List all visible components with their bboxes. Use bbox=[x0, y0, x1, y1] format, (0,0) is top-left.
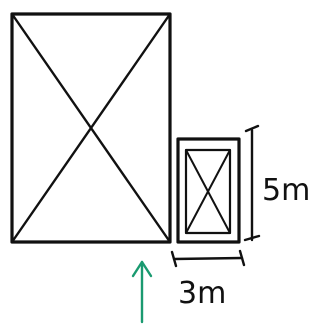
small-rectangle bbox=[176, 137, 241, 244]
small-rectangle-inner bbox=[184, 148, 232, 235]
width-dimension-line bbox=[172, 256, 244, 261]
arrow-up-icon bbox=[131, 260, 153, 324]
width-dimension: 3m bbox=[170, 249, 246, 311]
small-rectangle-outer bbox=[176, 137, 241, 244]
width-label: 3m bbox=[178, 276, 226, 311]
small-rectangle-diagonal-2 bbox=[185, 149, 231, 234]
height-dimension-top-tick bbox=[244, 124, 260, 133]
height-label: 5m bbox=[262, 173, 310, 208]
large-rectangle-diagonal-2 bbox=[10, 12, 172, 244]
arrow-head-right bbox=[140, 260, 153, 278]
arrow-head-left bbox=[131, 260, 144, 278]
height-dimension-bottom-tick bbox=[243, 234, 261, 242]
width-dimension-right-tick bbox=[238, 249, 246, 267]
large-rectangle-outline bbox=[10, 12, 172, 244]
width-dimension-left-tick bbox=[170, 250, 178, 268]
height-dimension: 5m bbox=[243, 124, 310, 242]
large-rectangle bbox=[10, 12, 172, 244]
